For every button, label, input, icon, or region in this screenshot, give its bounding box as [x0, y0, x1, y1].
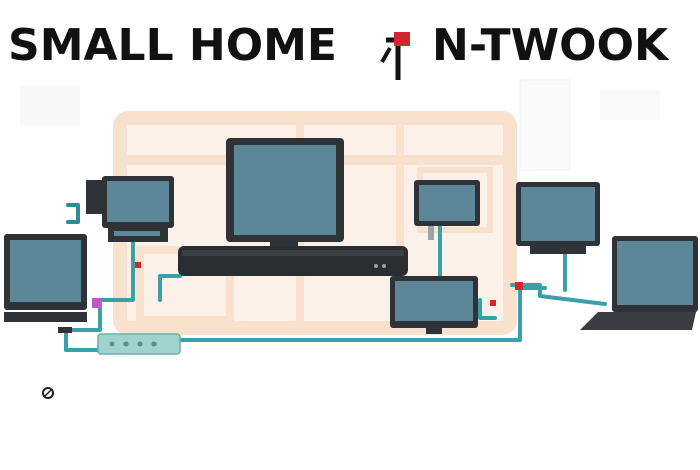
- outlet-icon: [137, 341, 143, 347]
- laptop-keyboard: [580, 312, 696, 330]
- desktop-pc[interactable]: [86, 176, 174, 242]
- outlet-icon: [109, 341, 115, 347]
- screen: [617, 241, 693, 305]
- connector-magenta-icon: [92, 298, 102, 308]
- network-cable-icon: [380, 32, 410, 80]
- router[interactable]: [178, 246, 408, 276]
- connector-accents: [92, 262, 523, 308]
- network-cables: [64, 203, 607, 352]
- connector-red-icon: [515, 282, 523, 290]
- router-led-icon: [374, 264, 378, 268]
- left-monitor[interactable]: [4, 234, 87, 333]
- outlet-icon: [151, 341, 157, 347]
- cable-laptop: [510, 283, 607, 306]
- outlet-icon: [123, 341, 129, 347]
- center-monitor[interactable]: [226, 138, 344, 250]
- screen: [521, 187, 595, 241]
- outlet-icon: [42, 387, 54, 399]
- connector-red-icon: [135, 262, 141, 268]
- cable-desktop: [64, 240, 135, 352]
- screen: [419, 185, 475, 221]
- bottom-monitor[interactable]: [390, 276, 478, 334]
- screen: [234, 145, 336, 235]
- cable-clip-icon: [66, 203, 80, 224]
- laptop[interactable]: [580, 236, 698, 330]
- diagram-title: SMALL HOME N-TWOOK: [8, 20, 670, 80]
- pc-tower: [86, 180, 102, 214]
- power-strip[interactable]: [97, 333, 181, 355]
- connector-red-icon: [490, 300, 496, 306]
- router-led-icon: [382, 264, 386, 268]
- cable-bottom-monitor: [478, 298, 497, 320]
- screen: [107, 181, 169, 222]
- screen: [395, 281, 473, 321]
- cable-router-left: [158, 274, 182, 302]
- small-monitor[interactable]: [414, 180, 480, 240]
- right-monitor[interactable]: [516, 182, 600, 254]
- cable-main: [173, 286, 547, 342]
- screen: [10, 240, 81, 302]
- title-right: N-TWOOK: [432, 20, 670, 71]
- title-left: SMALL HOME: [8, 20, 337, 71]
